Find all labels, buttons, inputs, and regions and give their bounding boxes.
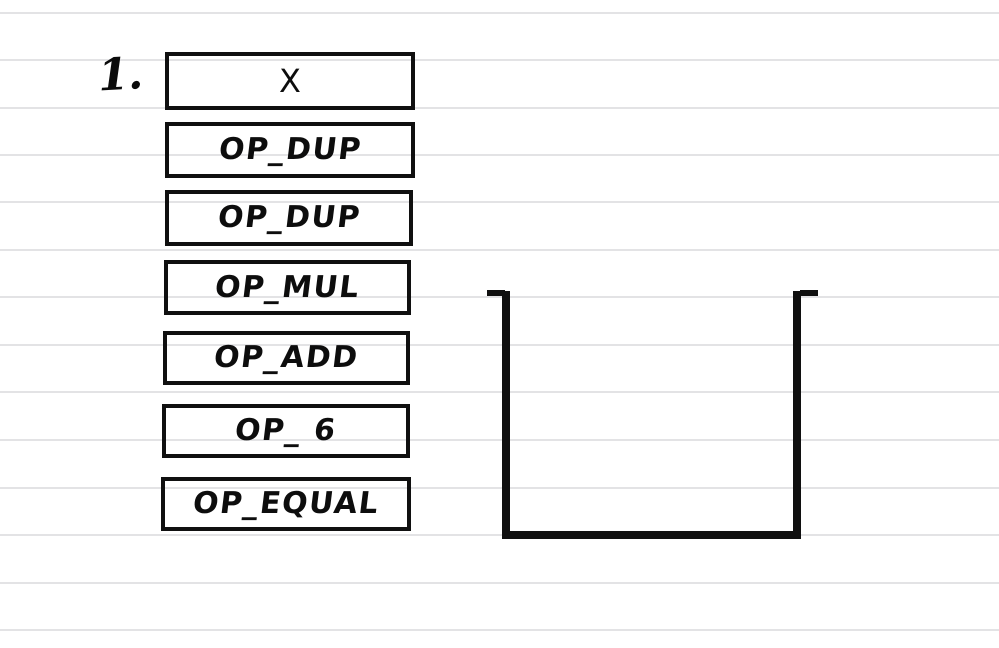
stack-bracket-left-wall [502,291,510,538]
rule-line-12 [0,582,999,584]
opcode-label-5: OP_ 6 [233,413,339,448]
rule-line-11 [0,534,999,536]
list-marker-1: 1. [96,48,144,102]
rule-line-3 [0,154,999,156]
opcode-label-2: OP_DUP [215,200,363,235]
opcode-box-2[interactable]: OP_DUP [165,190,413,246]
rule-line-4 [0,201,999,203]
rule-line-13 [0,629,999,631]
stack-bracket-right-tick [800,290,818,296]
opcode-box-0[interactable]: X [165,52,415,110]
rule-line-7 [0,344,999,346]
rule-line-9 [0,439,999,441]
stack-bracket-left-tick [487,290,505,296]
stack-bracket-right-wall [793,291,801,538]
opcode-box-3[interactable]: OP_MUL [164,260,411,315]
opcode-box-6[interactable]: OP_EQUAL [161,477,411,531]
opcode-label-4: OP_ADD [212,340,361,375]
opcode-label-1: OP_DUP [216,132,364,167]
rule-line-5 [0,249,999,251]
rule-line-1 [0,59,999,61]
rule-line-0 [0,12,999,14]
rule-line-6 [0,296,999,298]
opcode-label-0: X [279,62,301,100]
stack-bracket-floor [502,531,801,539]
opcode-box-1[interactable]: OP_DUP [165,122,415,178]
opcode-label-3: OP_MUL [212,269,363,305]
rule-line-2 [0,107,999,109]
opcode-box-5[interactable]: OP_ 6 [162,404,410,458]
opcode-label-6: OP_EQUAL [190,486,382,521]
rule-line-8 [0,391,999,393]
rule-line-10 [0,487,999,489]
opcode-box-4[interactable]: OP_ADD [163,331,410,385]
